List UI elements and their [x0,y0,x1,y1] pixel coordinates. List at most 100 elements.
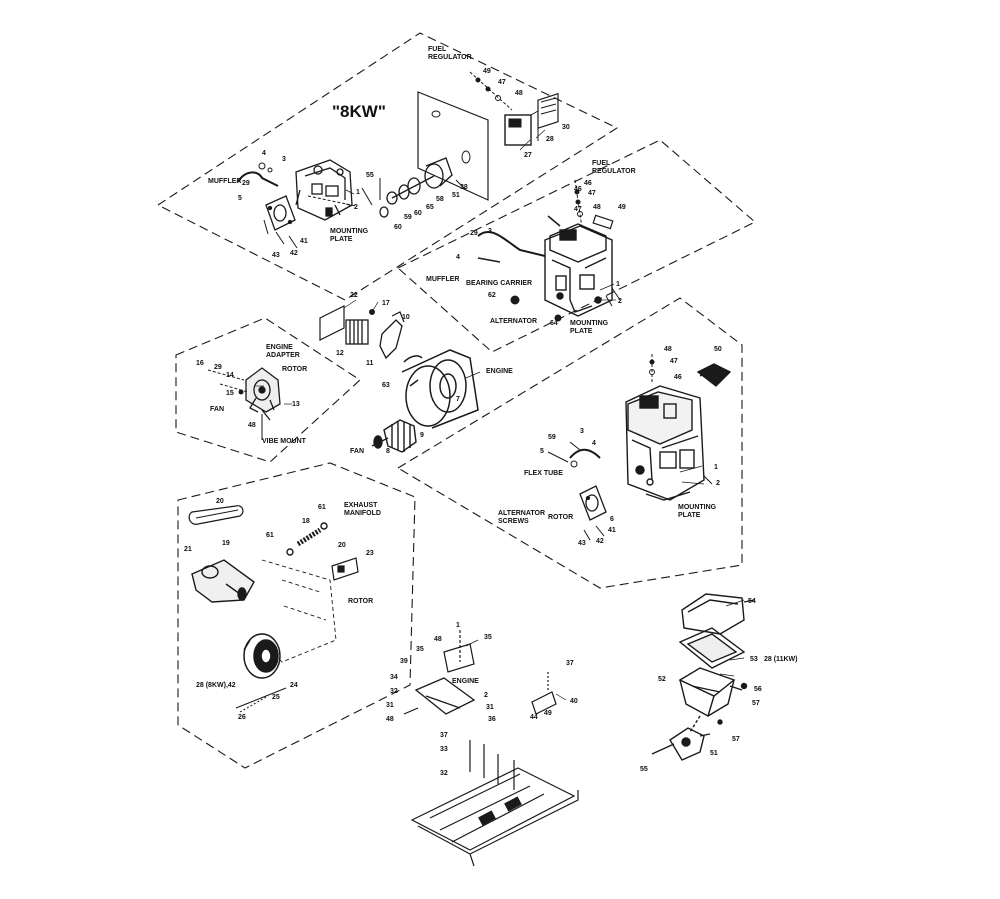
part-13: 13 [292,401,300,408]
air-intake-50 [696,363,732,387]
label-mounting-plate-8kw: MOUNTING PLATE [330,228,369,243]
part-47c: 47 [574,206,582,213]
part-2c: 2 [716,480,720,487]
part-43: 43 [272,252,280,259]
leader-lines [254,129,745,701]
label-bearing-carrier: BEARING CARRIER [466,280,533,287]
rotor-assembly-center [371,419,417,453]
label-fan-left: FAN [210,406,224,413]
part-49b: 49 [618,204,626,211]
part-2d: 2 [484,692,488,699]
center-assembly [319,305,479,453]
part-20b: 20 [338,542,346,549]
label-flex-tube: FLEX TUBE [524,470,563,477]
part-46c: 46 [674,374,682,381]
label-part-8kw-42: 28 (8KW),42 [196,682,236,689]
part-59b: 59 [548,434,556,441]
label-mounting-plate-top-right: MOUNTING PLATE [570,320,609,335]
part-51: 51 [710,750,718,757]
part-59: 59 [404,214,412,221]
adapter-51 [669,727,711,761]
panel-fan-parts [207,367,281,440]
part-47: 47 [498,79,506,86]
part-63: 63 [382,382,390,389]
part-34: 34 [390,674,398,681]
panel-8kw [156,32,619,301]
base-frame [403,630,579,867]
part-61b: 61 [318,504,326,511]
mounting-plate-8kw [265,195,296,231]
part-23: 23 [366,550,374,557]
part-49: 49 [483,68,491,75]
part-28: 28 [546,136,554,143]
flex-tube [569,448,601,459]
part-40: 40 [570,698,578,705]
label-muffler-top-right: MUFFLER [426,276,460,283]
label-rotor-fan-panel: ROTOR [282,366,308,373]
gasket-22 [319,305,345,341]
part-33: 33 [440,746,448,753]
part-16: 16 [196,360,204,367]
part-55: 55 [640,766,648,773]
part-1c: 1 [714,464,718,471]
air-box-52 [678,667,736,718]
part-29b: 29 [470,230,478,237]
part-54: 54 [748,598,756,605]
muffler-21 [191,559,255,603]
part-53: 53 [750,656,758,663]
exhaust-flex-18 [286,522,328,556]
part-14: 14 [226,372,234,379]
regulator-clip [592,214,614,230]
part-15: 15 [226,390,234,397]
engine-adapter-fan [245,367,281,421]
part-36: 36 [488,716,496,723]
part-31b: 31 [486,704,494,711]
bolts-8kw [263,178,467,249]
part-60: 60 [414,210,422,217]
part-46b: 46 [584,180,592,187]
filter-53 [678,627,746,669]
part-21: 21 [184,546,192,553]
part-47d: 47 [670,358,678,365]
part-30: 30 [562,124,570,131]
part-52: 52 [658,676,666,683]
part-22: 22 [350,292,358,299]
part-4b: 4 [456,254,460,261]
label-exhaust-manifold: EXHAUST MANIFOLD [344,502,381,517]
part-46a: 46 [574,186,582,193]
part-25: 25 [272,694,280,701]
label-fuel-regulator-8kw: FUEL REGULATOR [428,46,472,61]
air-cleaner-cover-54 [681,593,755,635]
part-32b: 32 [440,770,448,777]
part-35b: 35 [416,646,424,653]
panel-engine-bottom-right [396,297,743,589]
part-31a: 31 [386,702,394,709]
part-12: 12 [336,350,344,357]
panel-exhaust [177,462,416,769]
bracket-39 [443,643,475,673]
part-9: 9 [420,432,424,439]
label-fuel-regulator-top-right: FUEL REGULATOR [592,160,636,175]
label-alternator-top-right: ALTERNATOR [490,318,538,325]
panel-fan-left [175,317,361,463]
part-29c: 29 [214,364,222,371]
part-3: 3 [282,156,286,163]
engine-top-right [544,223,613,317]
part-50: 50 [714,346,722,353]
label-engine-adapter: ENGINE ADAPTER [266,344,300,359]
diagram-title: "8KW" [332,102,386,121]
part-60b: 60 [394,224,402,231]
label-rotor-exhaust: ROTOR [348,598,374,605]
air-cleaner-assembly [651,593,755,761]
part-18: 18 [302,518,310,525]
part-61a: 61 [266,532,274,539]
part-49c: 49 [544,710,552,717]
part-20: 20 [216,498,224,505]
part-7: 7 [456,396,460,403]
part-5: 5 [238,195,242,202]
stator-63 [401,349,479,429]
part-1d: 1 [456,622,460,629]
part-19: 19 [222,540,230,547]
